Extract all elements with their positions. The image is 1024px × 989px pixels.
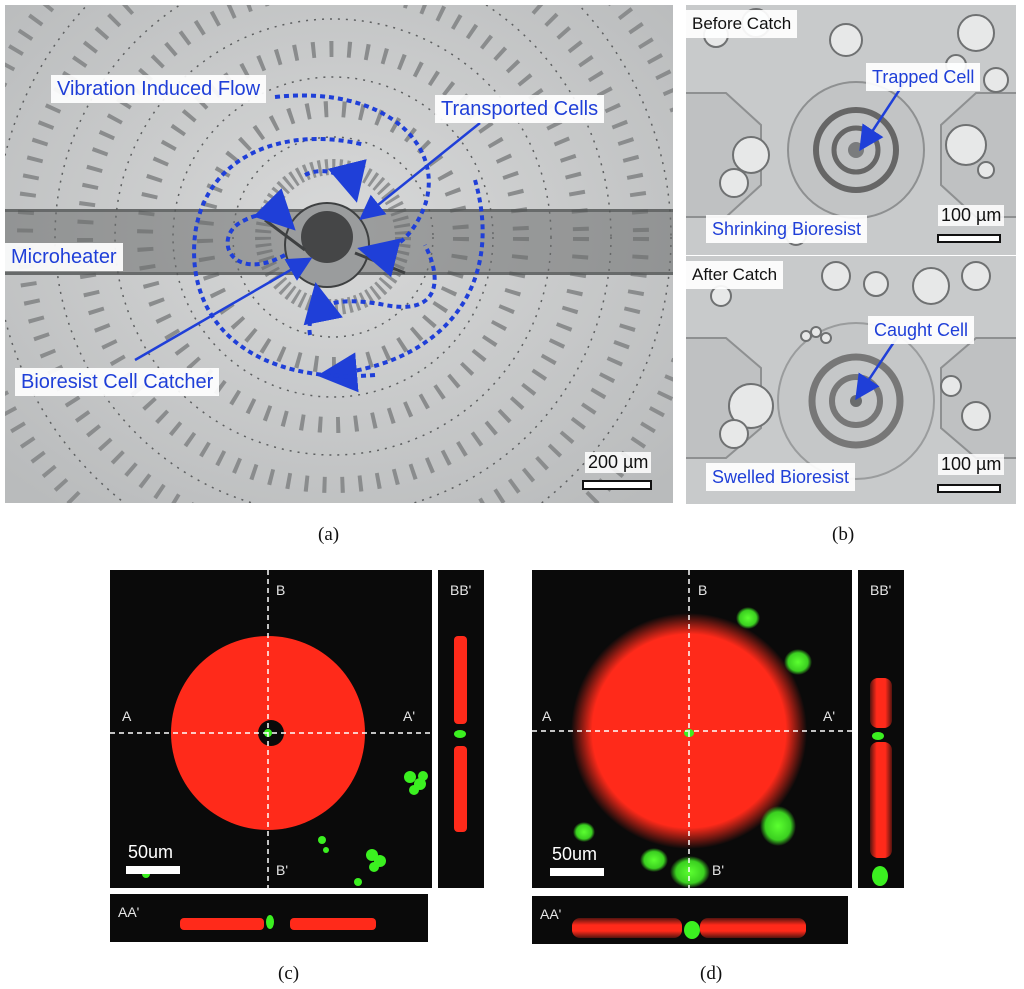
panel-b-before-scale-label: 100 µm <box>938 205 1005 226</box>
panel-d-image <box>532 570 852 888</box>
caught-cell-label: Caught Cell <box>868 316 975 344</box>
panel-b-after-image <box>686 256 1016 504</box>
panel-d-caption: (d) <box>700 963 723 984</box>
trapped-cell-label: Trapped Cell <box>866 63 981 91</box>
panel-d-mark-b-prime: B' <box>712 862 725 878</box>
panel-a-micrograph: Vibration Induced Flow Transported Cells… <box>5 5 673 503</box>
panel-b-after: After Catch Caught Cell Swelled Bioresis… <box>686 256 1016 504</box>
panel-c-mark-b-prime: B' <box>276 862 289 878</box>
microheater-label: Microheater <box>5 243 123 271</box>
panel-c-bottom-view: AA' <box>110 894 428 942</box>
panel-d-side-view: BB' <box>858 570 904 888</box>
panel-d-scale-label: 50um <box>552 844 598 864</box>
panel-c-mark-a-prime: A' <box>403 708 416 724</box>
panel-c-caption: (c) <box>278 963 300 984</box>
panel-d-main: A A' B B' 50um <box>532 570 852 888</box>
panel-b-before: Before Catch Trapped Cell Shrinking Bior… <box>686 5 1016 255</box>
panel-c-side-image <box>454 636 467 832</box>
panel-d-mark-a-prime: A' <box>823 708 836 724</box>
panel-d-mark-a: A <box>542 708 552 724</box>
swelled-bioresist-label: Swelled Bioresist <box>706 463 856 491</box>
panel-c-main: A A' B B' 50um <box>110 570 432 888</box>
vibration-flow-label: Vibration Induced Flow <box>51 75 267 103</box>
panel-b-before-image <box>686 5 1016 255</box>
shrinking-bioresist-label: Shrinking Bioresist <box>706 215 868 243</box>
panel-c-image <box>110 570 432 888</box>
after-catch-title: After Catch <box>686 261 784 289</box>
transported-cells-label: Transported Cells <box>435 95 605 123</box>
panel-d-bottom-image <box>572 918 806 939</box>
catcher-label: Bioresist Cell Catcher <box>15 368 220 396</box>
panel-d-bottom-label: AA' <box>540 906 562 922</box>
panel-c-bottom-image <box>180 915 376 930</box>
panel-c-side-label: BB' <box>450 582 472 598</box>
panel-c-mark-b: B <box>276 582 286 598</box>
panel-b-after-scale-label: 100 µm <box>938 454 1005 475</box>
panel-b-caption: (b) <box>832 524 855 545</box>
panel-d-side-image <box>870 678 892 886</box>
panel-c-side-view: BB' <box>438 570 484 888</box>
panel-d-side-label: BB' <box>870 582 892 598</box>
panel-c-bottom-label: AA' <box>118 904 140 920</box>
panel-a-caption: (a) <box>318 524 340 545</box>
panel-c-scale-label: 50um <box>128 842 174 862</box>
panel-c-mark-a: A <box>122 708 132 724</box>
before-catch-title: Before Catch <box>686 10 798 38</box>
panel-a-scale-label: 200 µm <box>585 452 652 473</box>
panel-a-image <box>5 5 673 503</box>
panel-d-mark-b: B <box>698 582 708 598</box>
panel-d-bottom-view: AA' <box>532 896 848 944</box>
